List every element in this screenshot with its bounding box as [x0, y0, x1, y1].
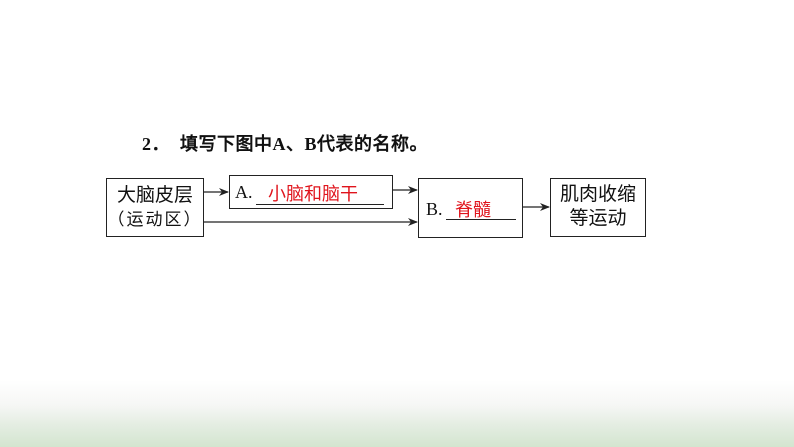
node-cerebral-cortex-line2: （运动区） — [107, 210, 203, 229]
node-a-blank-line — [256, 180, 384, 205]
node-b-label: B. — [426, 199, 443, 219]
node-muscle-line2: 等运动 — [569, 208, 627, 229]
node-b: B. 脊髓 — [418, 178, 523, 238]
node-b-answer: 脊髓 — [455, 200, 491, 221]
node-muscle-contraction: 肌肉收缩 等运动 — [550, 178, 646, 237]
node-cerebral-cortex: 大脑皮层 （运动区） — [106, 178, 204, 237]
question-number: 2． — [142, 134, 170, 154]
node-cerebral-cortex-line1: 大脑皮层 — [116, 185, 193, 206]
node-a: A. 小脑和脑干 — [229, 175, 393, 209]
node-muscle-line1: 肌肉收缩 — [559, 184, 636, 205]
node-a-label: A. — [235, 182, 253, 202]
node-a-answer: 小脑和脑干 — [268, 184, 358, 205]
node-b-blank-line — [446, 195, 516, 220]
question-prompt: 2． 填写下图中A、B代表的名称。 — [142, 130, 428, 156]
question-text: 填写下图中A、B代表的名称。 — [180, 134, 429, 154]
